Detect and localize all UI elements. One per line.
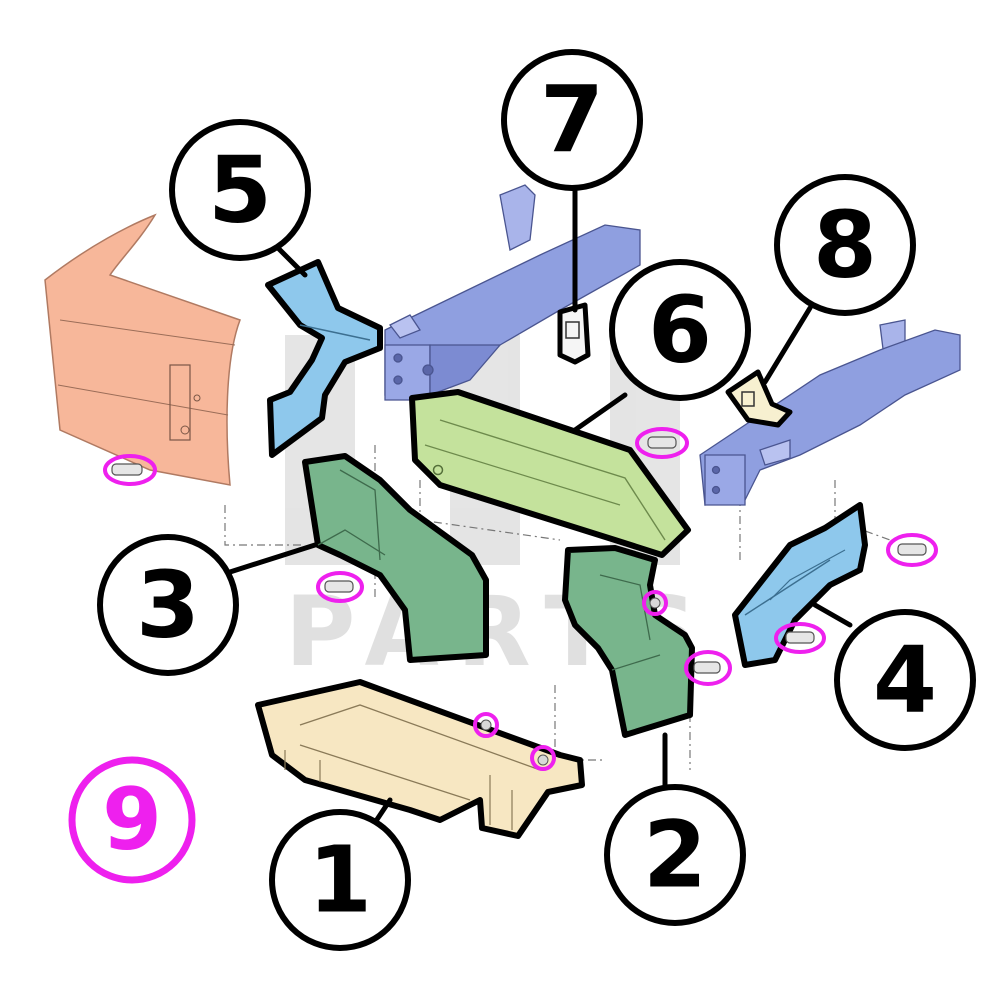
svg-text:5: 5 (208, 137, 272, 244)
leader-line-6 (572, 392, 628, 433)
part-8-clip (725, 369, 793, 428)
callout-5: 5 (169, 119, 311, 261)
svg-text:6: 6 (648, 277, 712, 384)
guide-line (554, 685, 605, 761)
leader-line-4 (812, 602, 853, 628)
part-3-bracket (302, 453, 489, 663)
callout-8: 8 (774, 174, 916, 316)
fastener (473, 712, 499, 738)
svg-text:8: 8 (813, 192, 877, 299)
fastener (774, 622, 826, 654)
body-panel-left (44, 213, 241, 486)
leader-line-5 (272, 242, 308, 278)
fastener (103, 454, 157, 486)
svg-text:3: 3 (136, 552, 200, 659)
fastener (316, 571, 364, 603)
fastener (886, 533, 938, 567)
callout-6: 6 (609, 259, 751, 401)
svg-text:2: 2 (643, 802, 707, 909)
svg-text:1: 1 (308, 827, 372, 934)
leader-line-8 (762, 305, 813, 385)
part-7-clip (557, 302, 591, 365)
part-2-bracket (562, 545, 695, 738)
part-4-bracket (732, 502, 868, 668)
guide-line (224, 505, 305, 546)
svg-text:9: 9 (102, 770, 162, 870)
frame-rail-right (699, 319, 961, 506)
callout-2: 2 (604, 784, 746, 926)
part-6-channel (409, 389, 691, 558)
fastener (530, 745, 556, 771)
fastener (642, 590, 668, 616)
part-5-bracket (265, 259, 383, 458)
callout-1: 1 (269, 809, 411, 951)
callout-7: 7 (501, 49, 643, 191)
svg-text:4: 4 (873, 627, 937, 734)
callout-4: 4 (834, 609, 976, 751)
callouts: 5 7 8 6 3 4 2 1 (68, 49, 976, 951)
leader-line-3 (227, 542, 318, 575)
callout-3: 3 (97, 534, 239, 676)
svg-text:7: 7 (540, 67, 604, 174)
fasteners (103, 427, 938, 771)
callout-9: 9 (68, 756, 196, 884)
fastener (684, 650, 732, 686)
part-1-crossmember (255, 679, 585, 839)
fastener (635, 427, 689, 459)
